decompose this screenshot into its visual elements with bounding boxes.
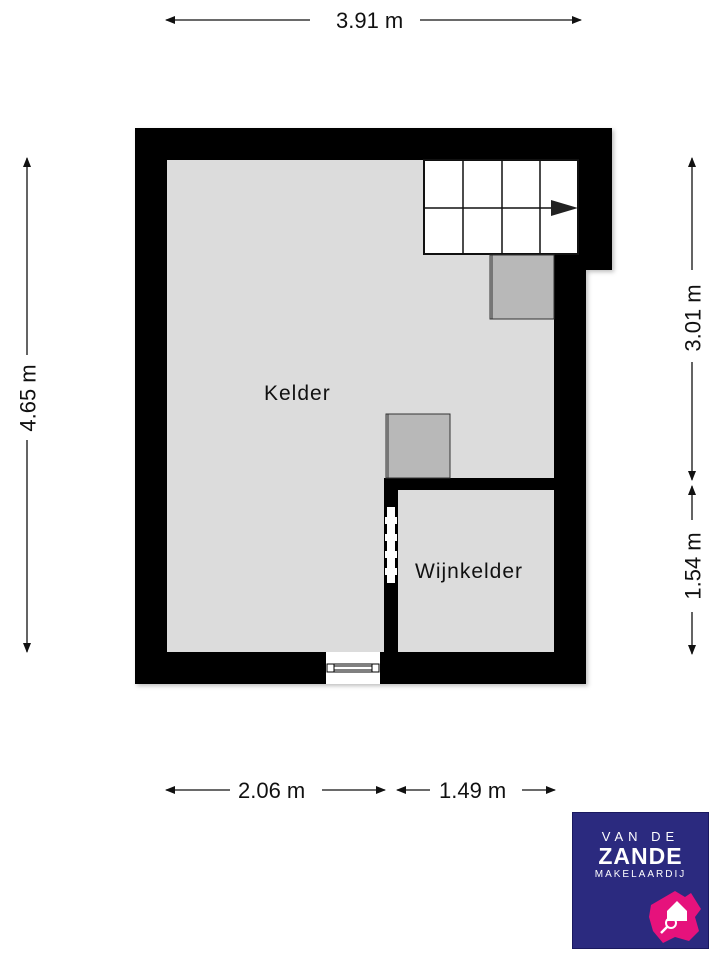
room-label-kelder: Kelder — [264, 382, 331, 405]
fixture-upper — [489, 254, 555, 320]
wijnkelder-floor — [398, 490, 554, 652]
brand-logo: VAN DE ZANDE MAKELAARDIJ — [572, 812, 709, 949]
fixture-lower — [385, 413, 451, 479]
dimension-bottom-left-width: 2.06 m — [238, 778, 306, 803]
window — [326, 652, 380, 684]
dimension-top-width: 3.91 m — [336, 8, 404, 33]
stairs-direction-arrow-icon — [551, 200, 578, 216]
logo-line2: ZANDE — [598, 843, 683, 869]
stairs — [423, 159, 579, 255]
dimension-right-upper-height: 3.01 m — [680, 284, 706, 352]
room-label-wijnkelder: Wijnkelder — [415, 560, 524, 583]
logo-line1: VAN DE — [601, 829, 680, 844]
interior-wall-horizontal — [384, 478, 554, 490]
kelder-floor — [167, 160, 578, 652]
logo-line3: MAKELAARDIJ — [594, 869, 687, 880]
dimension-left-height: 4.65 m — [15, 364, 41, 432]
house-magnifier-hand-icon — [649, 891, 701, 943]
dimension-right-lower-height: 1.54 m — [680, 532, 706, 600]
door-opening — [385, 507, 397, 583]
dimension-bottom-right-width: 1.49 m — [439, 778, 507, 803]
